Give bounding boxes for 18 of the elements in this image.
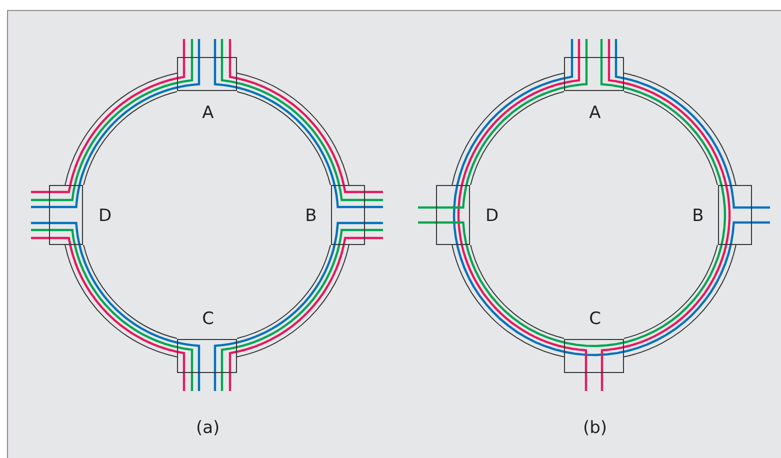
node-label: D	[484, 206, 500, 226]
node-label: A	[201, 103, 215, 123]
fiber-link	[624, 72, 736, 186]
fiber-link	[624, 244, 736, 358]
node-label: B	[304, 206, 318, 226]
fiber-link	[452, 244, 564, 358]
node-label: C	[588, 309, 602, 329]
fiber-link	[236, 72, 350, 186]
fiber-link	[452, 72, 564, 186]
node-label: B	[691, 206, 705, 226]
node-label: D	[97, 206, 113, 226]
fiber-link	[64, 244, 178, 358]
panel-caption: (a)	[196, 418, 220, 438]
fiber-link	[64, 72, 178, 186]
node-label: C	[201, 309, 215, 329]
fiber-link	[236, 244, 350, 358]
node-label: A	[588, 103, 602, 123]
panel-caption: (b)	[583, 418, 608, 438]
